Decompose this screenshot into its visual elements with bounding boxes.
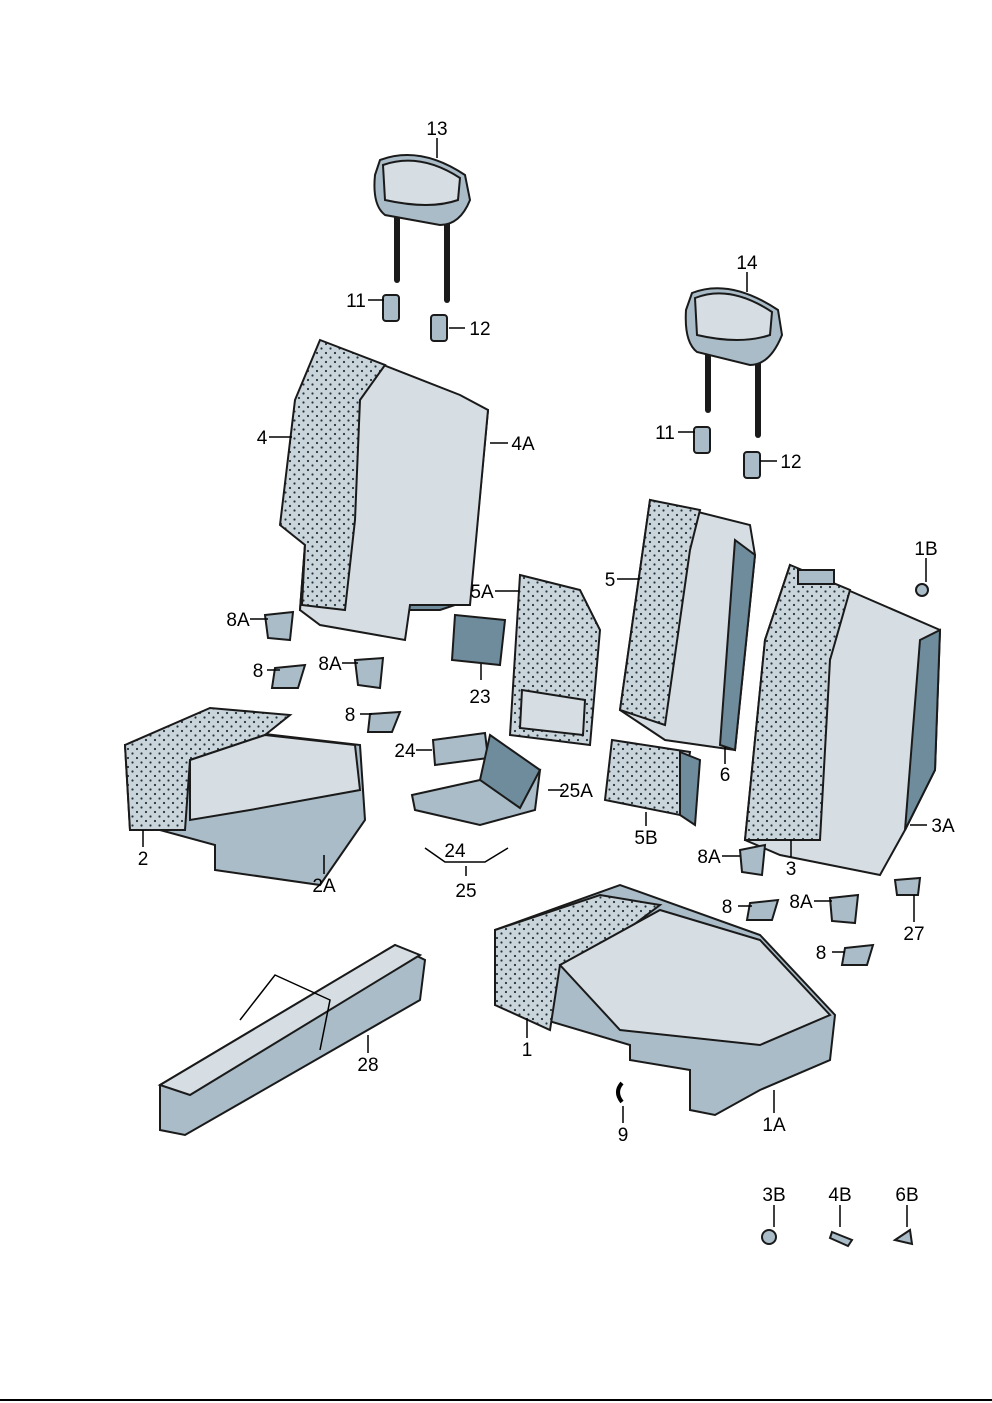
headrest-14: [684, 287, 784, 438]
part-label-4a: 4A: [511, 434, 535, 455]
part-label-8: 8: [345, 705, 356, 726]
part-label-5a: 5A: [470, 582, 494, 603]
part-label-9: 9: [618, 1125, 629, 1146]
part-label-14: 14: [736, 253, 758, 274]
part-label-6b: 6B: [895, 1185, 918, 1206]
part-label-25a: 25A: [559, 781, 593, 802]
part-label-3b: 3B: [762, 1185, 785, 1206]
part-label-8a: 8A: [789, 892, 813, 913]
part-label-5b: 5B: [634, 828, 657, 849]
part-label-2a: 2A: [312, 876, 336, 897]
part-label-8: 8: [816, 943, 827, 964]
part-label-1a: 1A: [762, 1115, 786, 1136]
part-label-24: 24: [394, 741, 416, 762]
part-label-8a: 8A: [318, 654, 342, 675]
ski-bag-28: [157, 943, 427, 1137]
part-label-3a: 3A: [931, 816, 955, 837]
cover-23: [450, 613, 507, 667]
headrest-guides: [382, 294, 761, 479]
part-label-24: 24: [444, 841, 466, 862]
part-label-4: 4: [257, 428, 268, 449]
part-label-6: 6: [720, 765, 731, 786]
clips-8-8A: [263, 583, 929, 1248]
backrest-5: [618, 498, 757, 752]
part-label-27: 27: [903, 924, 924, 945]
part-label-8a: 8A: [697, 847, 721, 868]
part-label-5: 5: [605, 570, 616, 591]
part-label-13: 13: [426, 119, 447, 140]
armrest-frame-5A: [508, 573, 602, 747]
backrest-3: [743, 563, 942, 877]
part-label-23: 23: [469, 687, 490, 708]
part-label-11: 11: [655, 423, 675, 444]
part-label-8: 8: [253, 661, 264, 682]
part-label-1: 1: [522, 1040, 533, 1061]
part-label-12: 12: [780, 452, 801, 473]
part-label-2: 2: [138, 849, 149, 870]
part-label-3: 3: [786, 859, 797, 880]
backrest-4: [278, 338, 490, 642]
cupholder-24: [410, 731, 542, 827]
part-label-1b: 1B: [914, 539, 937, 560]
part-label-8: 8: [722, 897, 733, 918]
seat-cushion-1: [494, 883, 837, 1117]
part-label-8a: 8A: [226, 610, 250, 631]
seat-cushion-2: [123, 706, 367, 887]
part-label-11: 11: [346, 291, 366, 312]
part-label-4b: 4B: [828, 1185, 851, 1206]
leader-lines: [0, 138, 992, 1401]
part-label-12: 12: [469, 319, 490, 340]
armrest-5B: [603, 738, 702, 827]
part-label-28: 28: [357, 1055, 378, 1076]
part-label-25: 25: [455, 881, 476, 902]
headrest-13: [373, 154, 472, 303]
